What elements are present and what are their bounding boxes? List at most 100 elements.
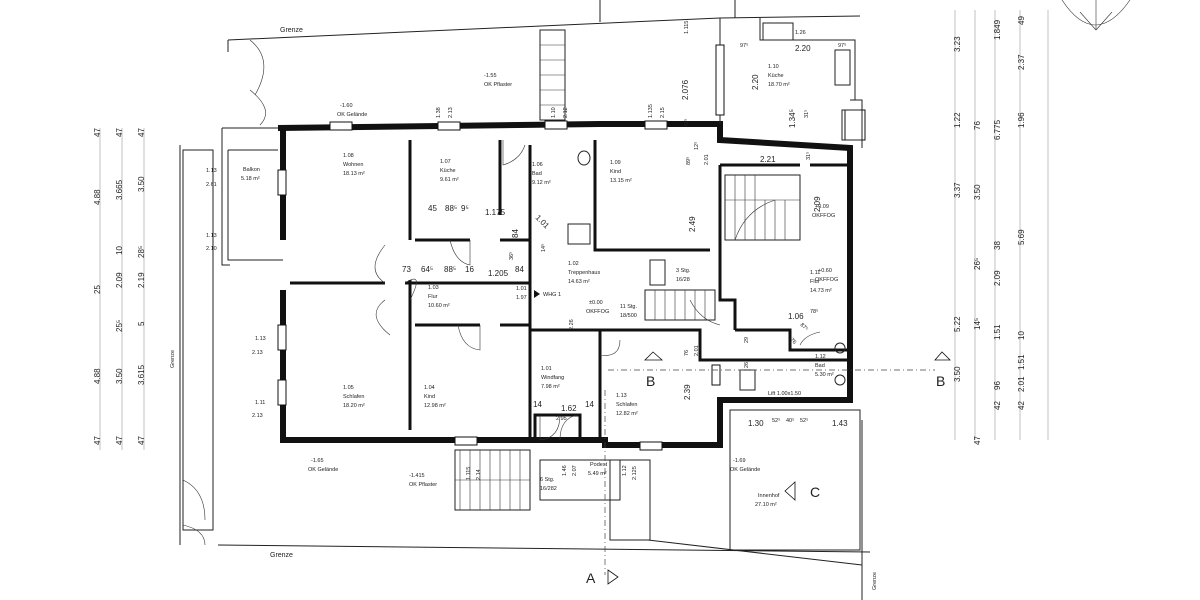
room-area: 12.98 m² bbox=[424, 403, 446, 409]
svg-text:40⁵: 40⁵ bbox=[786, 417, 794, 424]
svg-text:28⁵: 28⁵ bbox=[137, 246, 146, 258]
svg-text:2.19: 2.19 bbox=[137, 272, 146, 288]
section-lines bbox=[604, 351, 951, 585]
svg-text:Lift 1.00x1.50: Lift 1.00x1.50 bbox=[768, 391, 801, 397]
svg-text:31⁵: 31⁵ bbox=[805, 152, 812, 160]
svg-text:5.22: 5.22 bbox=[953, 316, 962, 332]
room-area: 18.20 m² bbox=[343, 403, 365, 409]
svg-text:10: 10 bbox=[1017, 331, 1026, 340]
svg-text:1.13: 1.13 bbox=[206, 168, 217, 174]
svg-text:1.205: 1.205 bbox=[488, 269, 509, 278]
room-area: 12.82 m² bbox=[616, 411, 638, 417]
room-number: 1.07 bbox=[440, 159, 451, 165]
room-number: 1.04 bbox=[424, 385, 435, 391]
svg-text:1.12: 1.12 bbox=[622, 465, 628, 476]
room-number: 1.03 bbox=[428, 285, 439, 291]
svg-text:2.95: 2.95 bbox=[556, 416, 567, 422]
svg-text:47: 47 bbox=[137, 436, 146, 445]
room-name: Windfang bbox=[541, 375, 564, 381]
svg-text:1.115: 1.115 bbox=[466, 467, 472, 480]
section-mark-b-left: B bbox=[646, 373, 655, 389]
room-number: 1.06 bbox=[532, 162, 543, 168]
svg-text:+0.09: +0.09 bbox=[815, 204, 829, 210]
svg-text:OKFFOG: OKFFOG bbox=[815, 277, 838, 283]
svg-text:1.43: 1.43 bbox=[832, 419, 848, 428]
svg-text:3.50: 3.50 bbox=[137, 176, 146, 192]
doors bbox=[182, 39, 821, 546]
svg-text:3 Stg.: 3 Stg. bbox=[676, 268, 691, 274]
svg-text:-1.69: -1.69 bbox=[733, 458, 746, 464]
svg-text:2.07: 2.07 bbox=[572, 465, 578, 476]
svg-text:14⁵: 14⁵ bbox=[973, 318, 982, 330]
svg-text:1.135: 1.135 bbox=[648, 104, 654, 118]
room-number: 1.13 bbox=[616, 393, 627, 399]
svg-text:6 Stg.: 6 Stg. bbox=[540, 477, 555, 483]
svg-text:31⁵: 31⁵ bbox=[803, 110, 810, 118]
room-area: 7.98 m² bbox=[541, 384, 560, 390]
svg-text:-1.55: -1.55 bbox=[484, 73, 497, 79]
room-area: 18.70 m² bbox=[768, 82, 790, 88]
room-number: 1.08 bbox=[343, 153, 354, 159]
svg-text:1.96: 1.96 bbox=[1017, 112, 1026, 128]
section-mark-c: C bbox=[810, 484, 820, 500]
room-name: Kind bbox=[424, 394, 435, 400]
svg-text:2.61: 2.61 bbox=[206, 182, 217, 188]
room-area: 9.12 m² bbox=[532, 180, 551, 186]
svg-text:1.22: 1.22 bbox=[953, 112, 962, 128]
svg-text:2.14: 2.14 bbox=[476, 469, 482, 480]
level-marks: -1.55 OK Pflaster -1.60 OK Gelände -1.65… bbox=[308, 73, 838, 492]
svg-text:47: 47 bbox=[973, 436, 982, 445]
svg-text:-1.65: -1.65 bbox=[311, 458, 324, 464]
north-arrow bbox=[1061, 0, 1131, 31]
svg-text:2.13: 2.13 bbox=[448, 107, 454, 118]
svg-text:3.615: 3.615 bbox=[137, 364, 146, 385]
svg-text:52⁵: 52⁵ bbox=[800, 417, 808, 424]
svg-text:9⁵: 9⁵ bbox=[461, 204, 469, 213]
svg-text:16/28: 16/28 bbox=[676, 277, 690, 283]
room-name: Treppenhaus bbox=[568, 270, 600, 276]
svg-text:3.665: 3.665 bbox=[115, 179, 124, 200]
svg-text:78⁵: 78⁵ bbox=[810, 308, 818, 315]
right-dimension-chains: 3.23 1.22 3.37 5.22 3.50 47 1.849 76 3.5… bbox=[953, 10, 1049, 445]
svg-text:OK Pflaster: OK Pflaster bbox=[409, 482, 437, 488]
svg-text:41⁵: 41⁵ bbox=[683, 119, 690, 127]
svg-text:2.01: 2.01 bbox=[704, 154, 710, 165]
room-area: 5.30 m² bbox=[815, 372, 834, 378]
svg-text:1.51: 1.51 bbox=[1017, 354, 1026, 370]
svg-text:16: 16 bbox=[465, 265, 474, 274]
svg-text:36⁵: 36⁵ bbox=[508, 252, 515, 260]
svg-text:2.20: 2.20 bbox=[795, 44, 811, 53]
svg-text:OK Gelände: OK Gelände bbox=[337, 112, 367, 118]
svg-text:47: 47 bbox=[137, 128, 146, 137]
svg-text:47: 47 bbox=[115, 128, 124, 137]
svg-text:1.10: 1.10 bbox=[551, 107, 557, 118]
svg-text:14: 14 bbox=[585, 400, 594, 409]
room-area: 9.61 m² bbox=[440, 177, 459, 183]
room-name: Flur bbox=[810, 279, 820, 285]
svg-text:14: 14 bbox=[533, 400, 542, 409]
svg-text:2.37: 2.37 bbox=[1017, 54, 1026, 70]
svg-text:OK Gelände: OK Gelände bbox=[730, 467, 760, 473]
property-boundary bbox=[179, 0, 871, 600]
svg-text:84: 84 bbox=[515, 265, 524, 274]
room-name: Balkon bbox=[243, 167, 260, 173]
boundary-label-bottom: Grenze bbox=[270, 552, 293, 559]
room-name: Schlafen bbox=[616, 402, 637, 408]
svg-text:OK Pflaster: OK Pflaster bbox=[484, 82, 512, 88]
svg-text:2.09: 2.09 bbox=[993, 270, 1002, 286]
svg-text:+0.60: +0.60 bbox=[818, 268, 832, 274]
svg-text:1.115: 1.115 bbox=[684, 21, 690, 34]
stairs bbox=[454, 29, 801, 511]
svg-text:97⁵: 97⁵ bbox=[740, 42, 748, 49]
svg-text:2.09: 2.09 bbox=[115, 272, 124, 288]
room-number: 1.12 bbox=[815, 354, 826, 360]
svg-text:3.23: 3.23 bbox=[953, 36, 962, 52]
svg-text:5: 5 bbox=[137, 321, 146, 326]
svg-text:1.06: 1.06 bbox=[788, 312, 804, 321]
svg-text:88⁵: 88⁵ bbox=[444, 265, 456, 274]
svg-text:25⁵: 25⁵ bbox=[115, 320, 124, 332]
room-area: 27.10 m² bbox=[755, 502, 777, 508]
svg-text:OKFFOG: OKFFOG bbox=[812, 213, 835, 219]
boundary-label-right: Grenze bbox=[872, 572, 878, 590]
svg-text:1.11: 1.11 bbox=[255, 400, 265, 406]
